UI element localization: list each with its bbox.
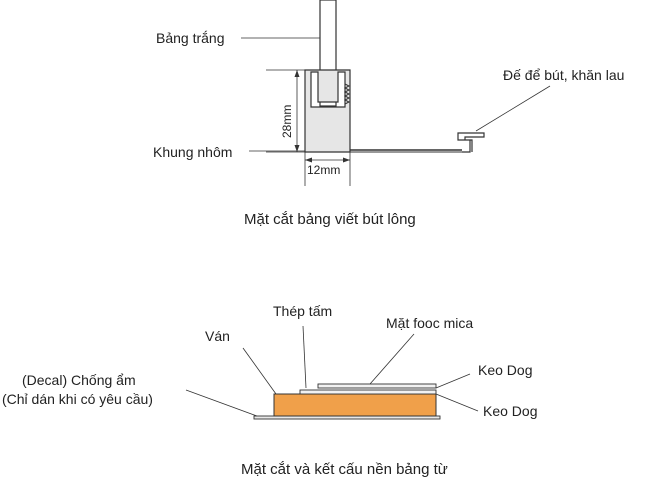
steel-sheet — [299, 389, 437, 395]
decal-label-line1: (Decal) Chống ẩm — [22, 372, 136, 388]
board-label: Ván — [205, 328, 230, 344]
board-leader — [242, 347, 277, 395]
frame-serration — [343, 83, 351, 105]
whiteboard-section: 28mm 12mm Bảng trắng Khung nhôm Đế để bú… — [153, 0, 624, 228]
steel-sheet-label: Thép tấm — [273, 303, 332, 319]
width-dim-arrow-right — [343, 157, 350, 163]
decal-leader — [185, 389, 258, 417]
pen-tray — [457, 132, 485, 153]
width-dim-label: 12mm — [307, 163, 340, 177]
glue-top-leader — [435, 373, 471, 389]
pen-tray-leader — [475, 85, 551, 132]
wood-board — [273, 393, 437, 417]
pen-tray-label: Đế để bút, khăn lau — [503, 67, 624, 83]
frame-label: Khung nhôm — [153, 144, 232, 160]
formica-leader — [369, 333, 415, 385]
glue-bottom-label: Keo Dog — [483, 403, 537, 419]
whiteboard-label: Bảng trắng — [156, 30, 225, 46]
glue-bottom-leader — [435, 393, 479, 412]
decal-label-line2: (Chỉ dán khi có yêu cầu) — [2, 391, 153, 407]
formica-label: Mặt fooc mica — [386, 315, 473, 331]
steel-leader — [302, 325, 307, 389]
magnetic-board-section: Ván Thép tấm Mặt fooc mica Keo Dog Keo D… — [2, 303, 537, 478]
bottom-caption: Mặt cắt và kết cấu nền bảng từ — [241, 461, 448, 478]
height-dim-label: 28mm — [280, 105, 294, 138]
formica-layer — [317, 383, 437, 389]
width-dim-arrow-left — [305, 157, 312, 163]
glue-top-label: Keo Dog — [478, 362, 532, 378]
height-dim-arrow-top — [294, 70, 300, 77]
aluminum-frame — [304, 69, 351, 153]
height-dim-arrow-bottom — [294, 145, 300, 152]
top-caption: Mặt cắt bảng viết bút lông — [244, 211, 416, 228]
